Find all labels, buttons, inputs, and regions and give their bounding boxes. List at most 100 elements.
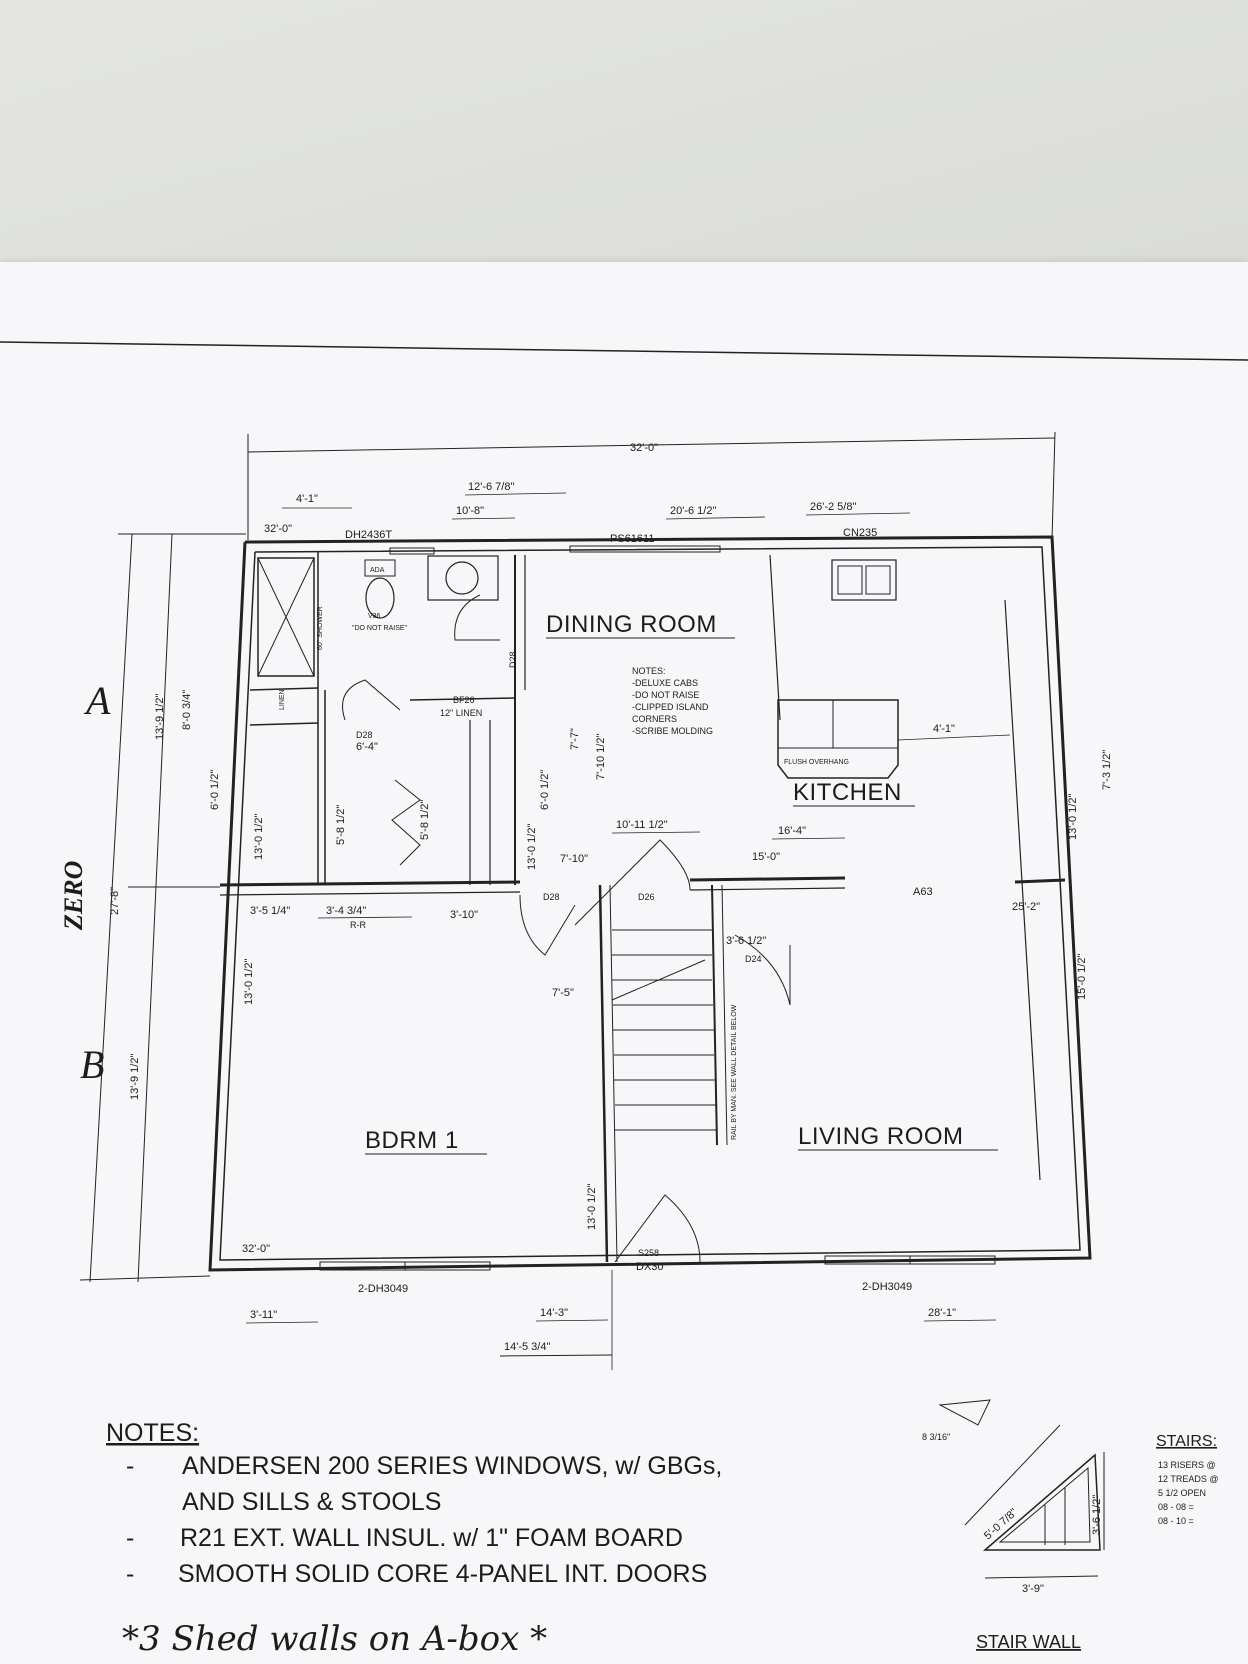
- note-dash: -: [126, 1452, 134, 1480]
- dim-20-6: 20'-6 1/2": [670, 505, 716, 517]
- dim-14-5: 14'-5 3/4": [504, 1341, 550, 1353]
- stairs-spec-title: STAIRS:: [1156, 1433, 1217, 1450]
- dim-26-2: 26'-2 5/8": [810, 501, 856, 513]
- note-dash: -: [126, 1524, 134, 1552]
- tag-dx30: DX30: [636, 1261, 664, 1273]
- dim-16-4: 16'-4": [778, 825, 806, 837]
- kitchen-note-line: CORNERS: [632, 714, 677, 724]
- stairs-spec-line: 5 1/2 OPEN: [1158, 1488, 1206, 1498]
- tag-s258: S258: [638, 1248, 659, 1258]
- dim-line: [611, 831, 701, 834]
- kitchen-notes-title: NOTES:: [632, 666, 666, 676]
- notes-title: NOTES:: [106, 1419, 199, 1447]
- dim-6-0-b: 6'-0 1/2": [539, 770, 551, 810]
- dim-5-8-b: 5'-8 1/2": [419, 800, 431, 840]
- dim-3-11: 3'-11": [250, 1309, 277, 1321]
- dim-7-7: 7'-7": [569, 728, 581, 750]
- dim-13-0-a: 13'-0 1/2": [243, 959, 255, 1005]
- dim-3-5: 3'-5 1/4": [250, 905, 290, 917]
- dim-4-1-k: 4'-1": [933, 723, 955, 735]
- kitchen-note-line: -DELUXE CABS: [632, 678, 698, 688]
- grid-label-a: A: [83, 678, 111, 723]
- dim-line: [923, 1319, 997, 1322]
- dim-32-0-bottom: 32'-0": [242, 1243, 270, 1255]
- overall-dimension-line: [247, 437, 1056, 453]
- dim-3-4: 3'-4 3/4": [326, 905, 366, 917]
- stair-wall-title: STAIR WALL: [976, 1632, 1081, 1652]
- tag-ps61611: PS61611: [610, 533, 654, 545]
- kitchen-note-line: -CLIPPED ISLAND: [632, 702, 709, 712]
- dim-line: [665, 516, 766, 520]
- dim-4-1: 4'-1": [296, 493, 318, 505]
- tag-d26: D26: [638, 892, 655, 902]
- exterior-walls: [208, 535, 1092, 1272]
- room-label-dining: DINING ROOM: [546, 611, 717, 638]
- tag-2-dh3049-right: 2-DH3049: [862, 1281, 912, 1293]
- dim-13-9-top: 13'-9 1/2": [154, 694, 166, 740]
- tag-2-dh3049-left: 2-DH3049: [358, 1283, 408, 1295]
- dim-7-5: 7'-5": [552, 987, 574, 999]
- washer-fixture: [427, 555, 499, 601]
- stairs-spec-line: 08 - 10 =: [1158, 1516, 1194, 1526]
- dim-6-4: 6'-4": [356, 741, 378, 753]
- stairs-spec-line: 12 TREADS @: [1158, 1474, 1219, 1484]
- stair-base-dim: 3'-9": [1022, 1583, 1044, 1595]
- dim-line: [535, 1319, 609, 1322]
- dim-13-0-d: 13'-0 1/2": [586, 1184, 598, 1230]
- kitchen-sink: [831, 559, 897, 601]
- dim-10-8: 10'-8": [456, 505, 484, 517]
- v36-tag: V36: [368, 613, 381, 620]
- tag-d24: D24: [745, 954, 762, 964]
- note-item: ANDERSEN 200 SERIES WINDOWS, w/ GBGs,: [182, 1452, 722, 1480]
- linen-label: LINEN: [279, 689, 286, 710]
- stair-height-dim: 3'-6 1/2": [1091, 1495, 1103, 1535]
- shower-label: 60" SHOWER: [317, 606, 324, 650]
- dimension-extension: [1051, 431, 1056, 541]
- stair-wall-detail: [938, 1399, 1105, 1579]
- tag-d28-hall: D28: [543, 892, 560, 902]
- dim-overall-top: 32'-0": [630, 442, 658, 454]
- dim-line: [771, 837, 846, 840]
- toilet-fixture: [364, 559, 396, 619]
- room-label-bedroom: BDRM 1: [365, 1127, 459, 1154]
- interior-walls: [219, 552, 1066, 1263]
- room-label-living: LIVING ROOM: [798, 1123, 964, 1150]
- dim-13-0-right: 13'-0 1/2": [1067, 794, 1079, 840]
- tag-d28-closet: D28: [356, 730, 373, 740]
- stair-rail-note: RAIL BY MAN. SEE WALL DETAIL BELOW: [731, 1004, 738, 1140]
- stairs-spec-line: 08 - 08 =: [1158, 1502, 1194, 1512]
- dim-3-10: 3'-10": [450, 909, 478, 921]
- note-item: AND SILLS & STOOLS: [182, 1488, 441, 1516]
- sheet-border-line: [0, 341, 1248, 361]
- room-label-kitchen: KITCHEN: [793, 779, 902, 806]
- dim-line: [451, 517, 516, 520]
- dim-13-0-b: 13'-0 1/2": [253, 814, 265, 860]
- dim-8-0: 8'-0 3/4": [181, 690, 193, 730]
- dim-line: [317, 916, 413, 919]
- kitchen-notes: NOTES: -DELUXE CABS -DO NOT RAISE -CLIPP…: [632, 666, 713, 736]
- note-dash: -: [126, 1560, 134, 1588]
- zero-label: ZERO: [59, 860, 88, 931]
- flush-overhang-label: FLUSH OVERHANG: [784, 759, 849, 766]
- tag-d28-vertical: D28: [508, 651, 518, 668]
- windows: [319, 545, 996, 1271]
- kitchen-note-line: -SCRIBE MOLDING: [632, 726, 713, 736]
- dim-3-6: 3'-6 1/2": [726, 935, 766, 947]
- dim-15-0: 15'-0 1/2": [1076, 954, 1088, 1000]
- stair-pitch: 8 3/16": [922, 1432, 950, 1442]
- dim-6-0-a: 6'-0 1/2": [209, 770, 221, 810]
- tag-12-linen: 12" LINEN: [440, 708, 482, 718]
- dim-13-9-bot: 13'-9 1/2": [129, 1054, 141, 1100]
- dim-7-3-right: 7'-3 1/2": [1101, 750, 1113, 790]
- dim-10-11: 10'-11 1/2": [616, 819, 668, 831]
- grid-label-b: B: [80, 1042, 104, 1087]
- dim-5-8-a: 5'-8 1/2": [335, 805, 347, 845]
- dim-25-2: 25'-2": [1012, 901, 1040, 913]
- tag-cn235: CN235: [843, 527, 877, 539]
- kitchen-note-line: -DO NOT RAISE: [632, 690, 699, 700]
- tag-bf26: BF26: [453, 695, 475, 705]
- ada-tag: ADA: [370, 567, 385, 574]
- dim-27-8: 27'-8": [109, 887, 121, 915]
- dim-line: [499, 1354, 613, 1357]
- note-item: R21 EXT. WALL INSUL. w/ 1" FOAM BOARD: [180, 1524, 683, 1552]
